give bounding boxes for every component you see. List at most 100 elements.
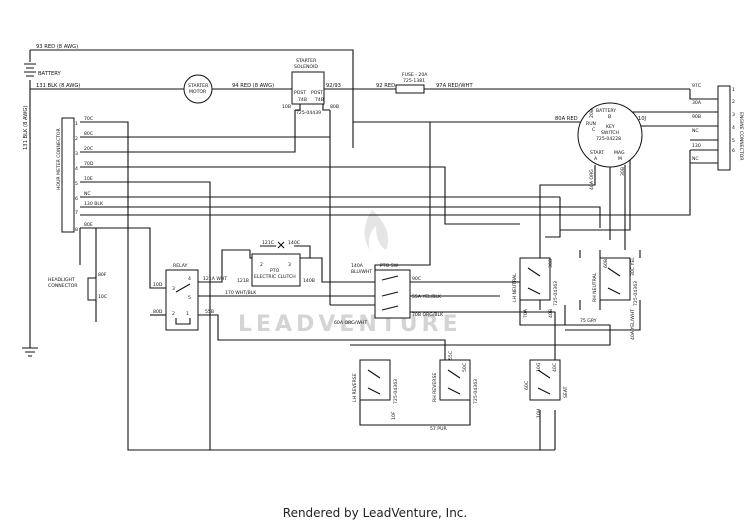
engine-pin-2: 2	[732, 99, 735, 105]
wire-140a-label-1: 140A	[351, 263, 364, 269]
wire-30d-label: 30D	[548, 258, 554, 268]
solenoid-title-2: SOLENOID	[294, 64, 318, 70]
relay-label: RELAY	[173, 263, 188, 269]
rh-reverse-part: 725-04363	[473, 379, 479, 404]
engine-pin-4: 4	[732, 125, 735, 131]
wire-10b-label: 10B	[282, 104, 291, 110]
pto-switch-label: PTO SW	[380, 263, 399, 269]
wire-74b-label-1: 74B	[298, 97, 307, 103]
key-run-label: RUN	[586, 121, 596, 127]
wire-90c-label: 90C	[412, 276, 421, 282]
wire-70a-label: 70A	[523, 308, 529, 318]
starter-motor-line1: STARTER	[188, 83, 209, 89]
seat-switch: SEAT	[529, 359, 569, 401]
key-m-label: M	[618, 156, 622, 162]
headlight-connector: HEADLIGHT CONNECTOR	[48, 277, 97, 301]
solenoid-part-number: 725-04439	[296, 110, 321, 116]
hm-pin-3: 3	[75, 151, 78, 157]
wire-121c-label: 121C	[262, 240, 274, 246]
hm-pin-1: 1	[75, 121, 78, 127]
wire-57-label: 57 PUR	[430, 426, 447, 432]
clutch-pin-2: 2	[260, 262, 263, 268]
fuse-label-2: 725-1381	[403, 78, 425, 84]
wire-74b-label-2: 74B	[315, 97, 324, 103]
wire-10e-label: 10E	[84, 176, 93, 182]
wire-93-label: 93 RED (8 AWG)	[36, 44, 78, 50]
clutch-pin-3: 3	[288, 262, 291, 268]
hm-pin-2: 2	[75, 136, 78, 142]
hm-pin-4: 4	[75, 166, 78, 172]
engine-pin-6: 6	[732, 148, 735, 154]
wire-50c-label: 50C	[462, 363, 468, 372]
engine-connector: ENGINE CONNECTOR 1 2 3 4 5 6	[717, 85, 744, 171]
engine-pin-3: 3	[732, 112, 735, 118]
pto-electric-clutch: PTO ELECTRIC CLUTCH 2 3	[251, 241, 301, 287]
battery: BATTERY	[24, 63, 61, 77]
wire-55b-label: 55B	[205, 309, 214, 315]
key-a-label: A	[594, 156, 598, 162]
rh-reverse-label: RH REVERSE	[432, 373, 438, 402]
key-start-label: START	[590, 150, 604, 156]
lh-neutral-switch: LH NEUTRAL 725-04363	[512, 257, 559, 306]
wire-40b-label: 40B	[548, 309, 554, 318]
wire-10d-label: 10D	[153, 282, 163, 288]
starter-motor-line2: MOTOR	[189, 89, 207, 95]
wire-10j-label: 10J	[638, 116, 647, 122]
key-battery-label: BATTERY	[596, 108, 616, 114]
hm-pin-6: 6	[75, 196, 78, 202]
wire-140c-label: 140C	[288, 240, 300, 246]
wire-170-label: 170 WHT/BLK	[225, 290, 257, 296]
hm-pin-5: 5	[75, 181, 78, 187]
wire-121b-label: 121B	[237, 278, 249, 284]
wire-55a-label: 55A YEL/BLK	[412, 294, 442, 300]
wire-60b-label: 60B	[603, 259, 609, 268]
hm-pin-7: 7	[75, 210, 78, 216]
relay-pin-4: 4	[188, 276, 191, 282]
wire-60a-label: 60A ORG/WHT	[334, 320, 367, 326]
hour-meter-label: HOUR METER CONNECTOR	[56, 127, 62, 190]
wire-40a2-label: 40A YEL/WHT	[630, 309, 636, 340]
battery-label: BATTERY	[38, 71, 61, 77]
rh-neutral-switch: RH NEUTRAL 725-04363	[592, 257, 639, 306]
wire-80d-label: 80D	[153, 309, 163, 315]
wire-55c-label: 55C	[448, 351, 454, 360]
wire-75-label: 75 GRY	[580, 318, 597, 324]
relay-pin-5: 5	[188, 295, 191, 301]
wire-140a-label-2: BLU/WHT	[351, 269, 372, 275]
headlight-label-2: CONNECTOR	[48, 283, 78, 289]
lh-neutral-label: LH NEUTRAL	[512, 273, 518, 302]
pto-switch: PTO SW	[374, 263, 411, 319]
watermark-text: LEADVENTURE	[238, 312, 462, 337]
wire-30a-label: 30A	[692, 100, 702, 106]
rh-neutral-part: 725-04363	[633, 281, 639, 306]
wire-20c-label: 20C	[84, 146, 93, 152]
hour-meter-connector: HOUR METER CONNECTOR 1 2 3 4 5 6 7 8	[56, 117, 78, 233]
lh-reverse-switch: LH REVERSE 725-04363	[352, 359, 399, 404]
lh-reverse-part: 725-04363	[393, 379, 399, 404]
wire-70c-label: 70C	[84, 116, 93, 122]
key-b-label: B	[608, 114, 611, 120]
relay-pin-3: 3	[172, 286, 175, 292]
wire-131-bottom-label: 131 BLK (8 AWG)	[23, 106, 29, 150]
wire-121a-label: 121A WHT	[203, 276, 227, 282]
relay-pin-2: 2	[172, 311, 175, 317]
wire-92-label: 92 RED	[376, 83, 395, 89]
relay-pin-1: 1	[186, 311, 189, 317]
wire-80e-label: 80E	[84, 222, 93, 228]
wire-10g-label: 10G	[536, 362, 542, 372]
lh-neutral-part: 725-04363	[553, 281, 559, 306]
footer-credit: Rendered by LeadVenture, Inc.	[282, 506, 468, 520]
wire-97c-label: 97C	[692, 83, 701, 89]
wire-130-label: 130	[692, 143, 701, 149]
engine-connector-label: ENGINE CONNECTOR	[738, 112, 744, 161]
wire-nc2-label: NC	[692, 156, 699, 162]
engine-pin-1: 1	[732, 87, 735, 93]
headlight-label-1: HEADLIGHT	[48, 277, 75, 283]
wire-9293-label: 92/93	[326, 83, 341, 89]
flame-logo-icon	[364, 210, 389, 250]
key-switch-line1: KEY	[606, 124, 615, 130]
starter-motor: STARTER MOTOR	[183, 74, 213, 104]
solenoid-title-1: STARTER	[296, 58, 317, 64]
seat-label: SEAT	[563, 386, 569, 398]
